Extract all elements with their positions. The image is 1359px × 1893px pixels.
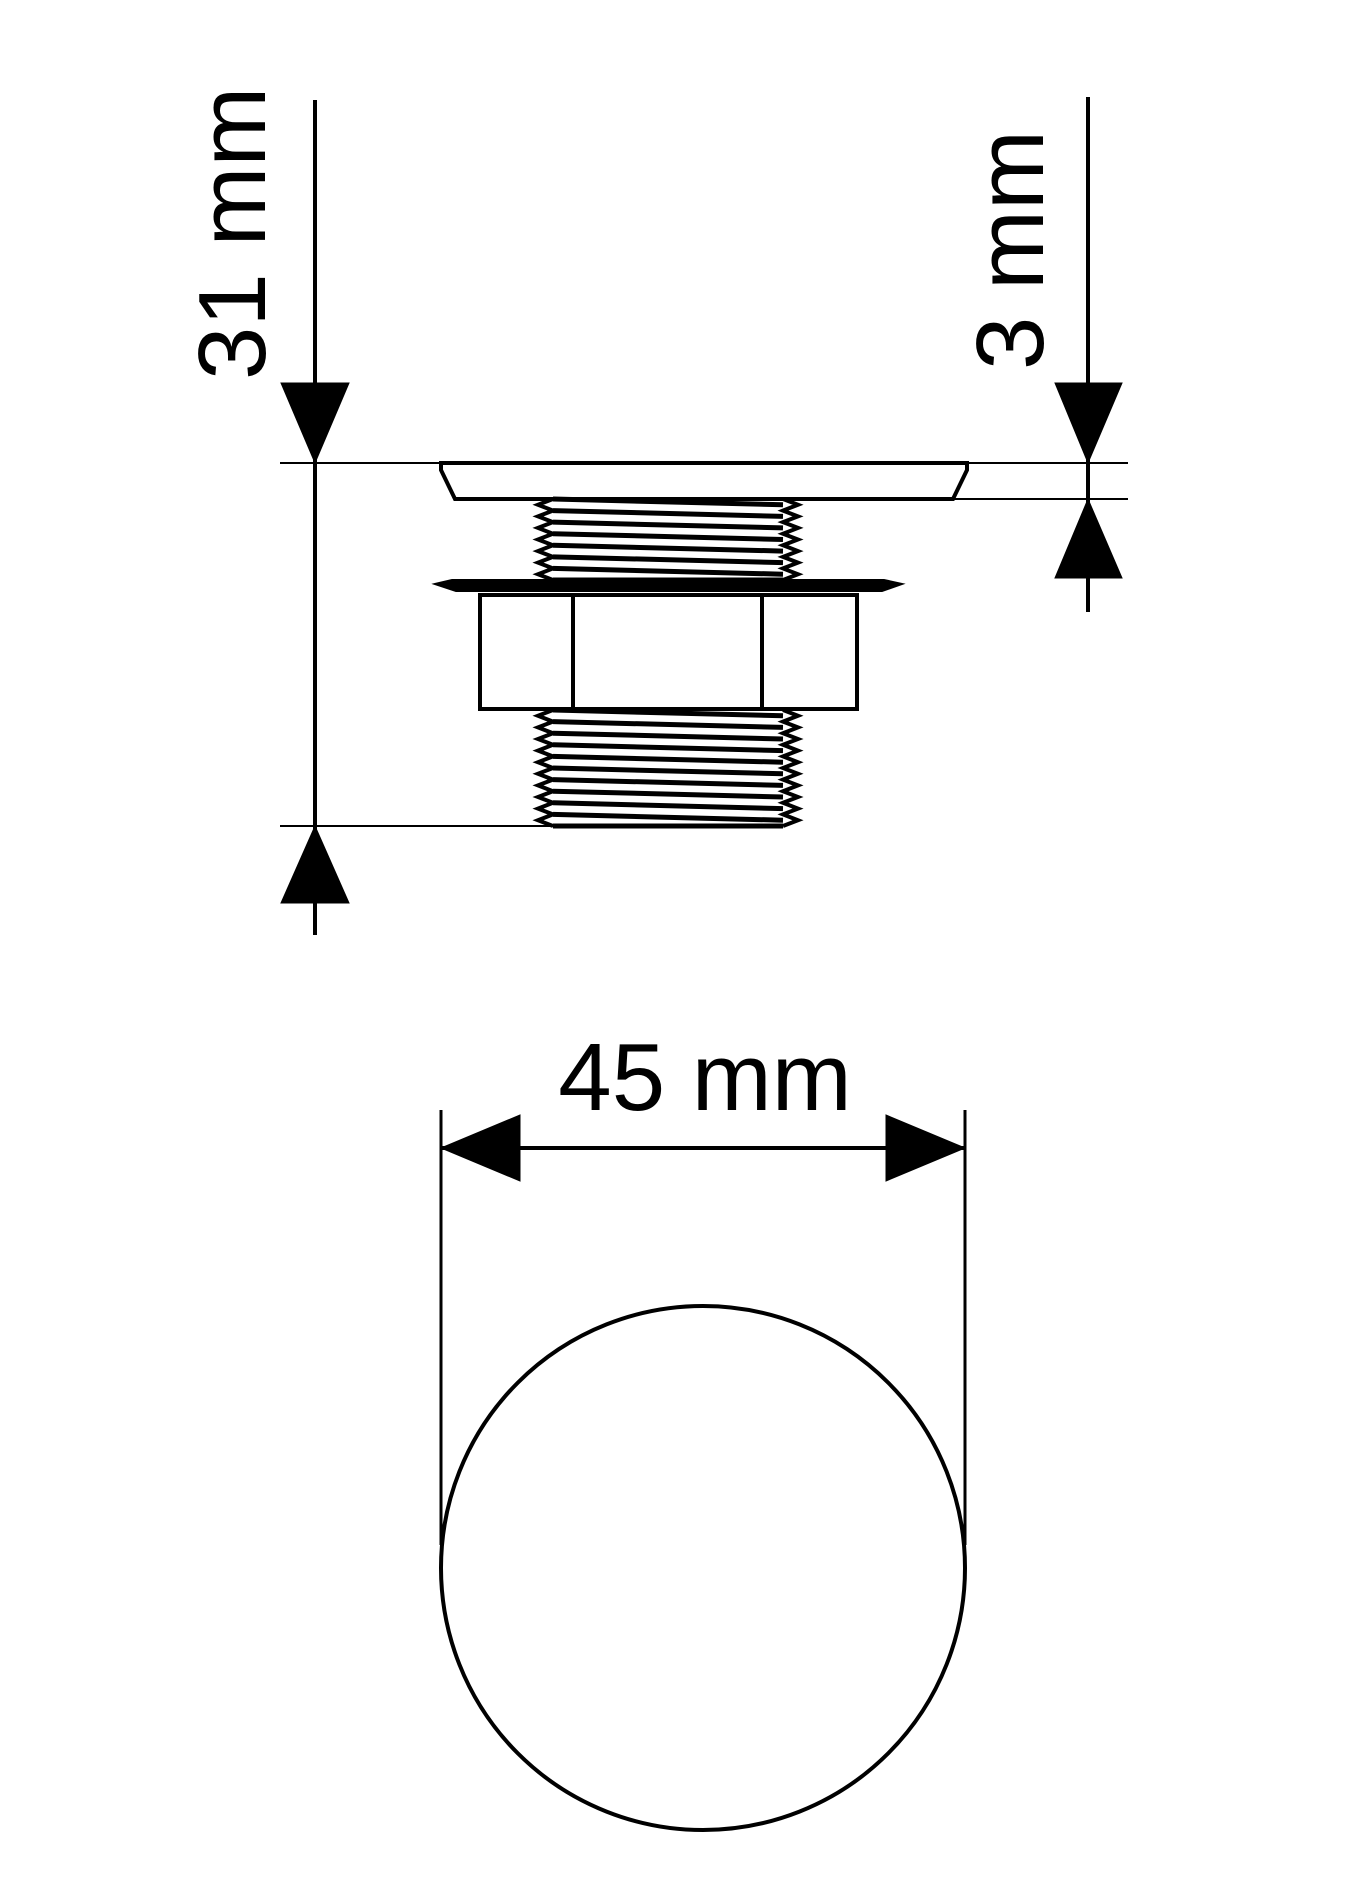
arrow-left-icon <box>439 1114 521 1182</box>
cap <box>439 461 969 501</box>
thread-profile <box>777 497 804 582</box>
thread-line <box>552 519 784 531</box>
diameter-dimension <box>439 1110 967 1832</box>
thread-line <box>552 777 784 788</box>
cap-thickness-dimension <box>950 97 1128 612</box>
thread-line <box>552 707 784 719</box>
thread-line <box>552 565 784 577</box>
arrow-right-icon <box>885 1114 967 1182</box>
thread-line <box>552 508 784 519</box>
diameter-label: 45 mm <box>558 1024 851 1131</box>
thread-line <box>552 554 784 566</box>
thread-line <box>552 542 784 554</box>
cap-thickness-label: 3 mm <box>957 130 1064 370</box>
lower-thread <box>532 707 804 829</box>
thread-line <box>552 788 784 800</box>
thread-line <box>552 811 784 823</box>
thread-line <box>552 742 784 754</box>
arrow-down-icon <box>280 382 350 465</box>
thread-line <box>552 496 784 508</box>
arrow-up-icon <box>280 824 350 904</box>
flange <box>431 579 906 592</box>
thread-line <box>552 753 784 765</box>
thread-profile <box>777 708 804 828</box>
thread-line <box>552 765 784 777</box>
top-view-circle <box>439 1304 967 1832</box>
nut <box>478 593 859 711</box>
thread-line <box>552 730 784 742</box>
thread-profile <box>532 497 559 582</box>
arrow-down-icon <box>1054 382 1123 465</box>
thread-line <box>552 531 784 542</box>
upper-thread <box>532 496 804 583</box>
height-label: 31 mm <box>179 87 286 380</box>
thread-line <box>552 719 784 730</box>
arrow-up-icon <box>1054 497 1123 579</box>
thread-profile <box>532 708 559 828</box>
thread-line <box>552 800 784 812</box>
part-side-view <box>431 461 969 829</box>
